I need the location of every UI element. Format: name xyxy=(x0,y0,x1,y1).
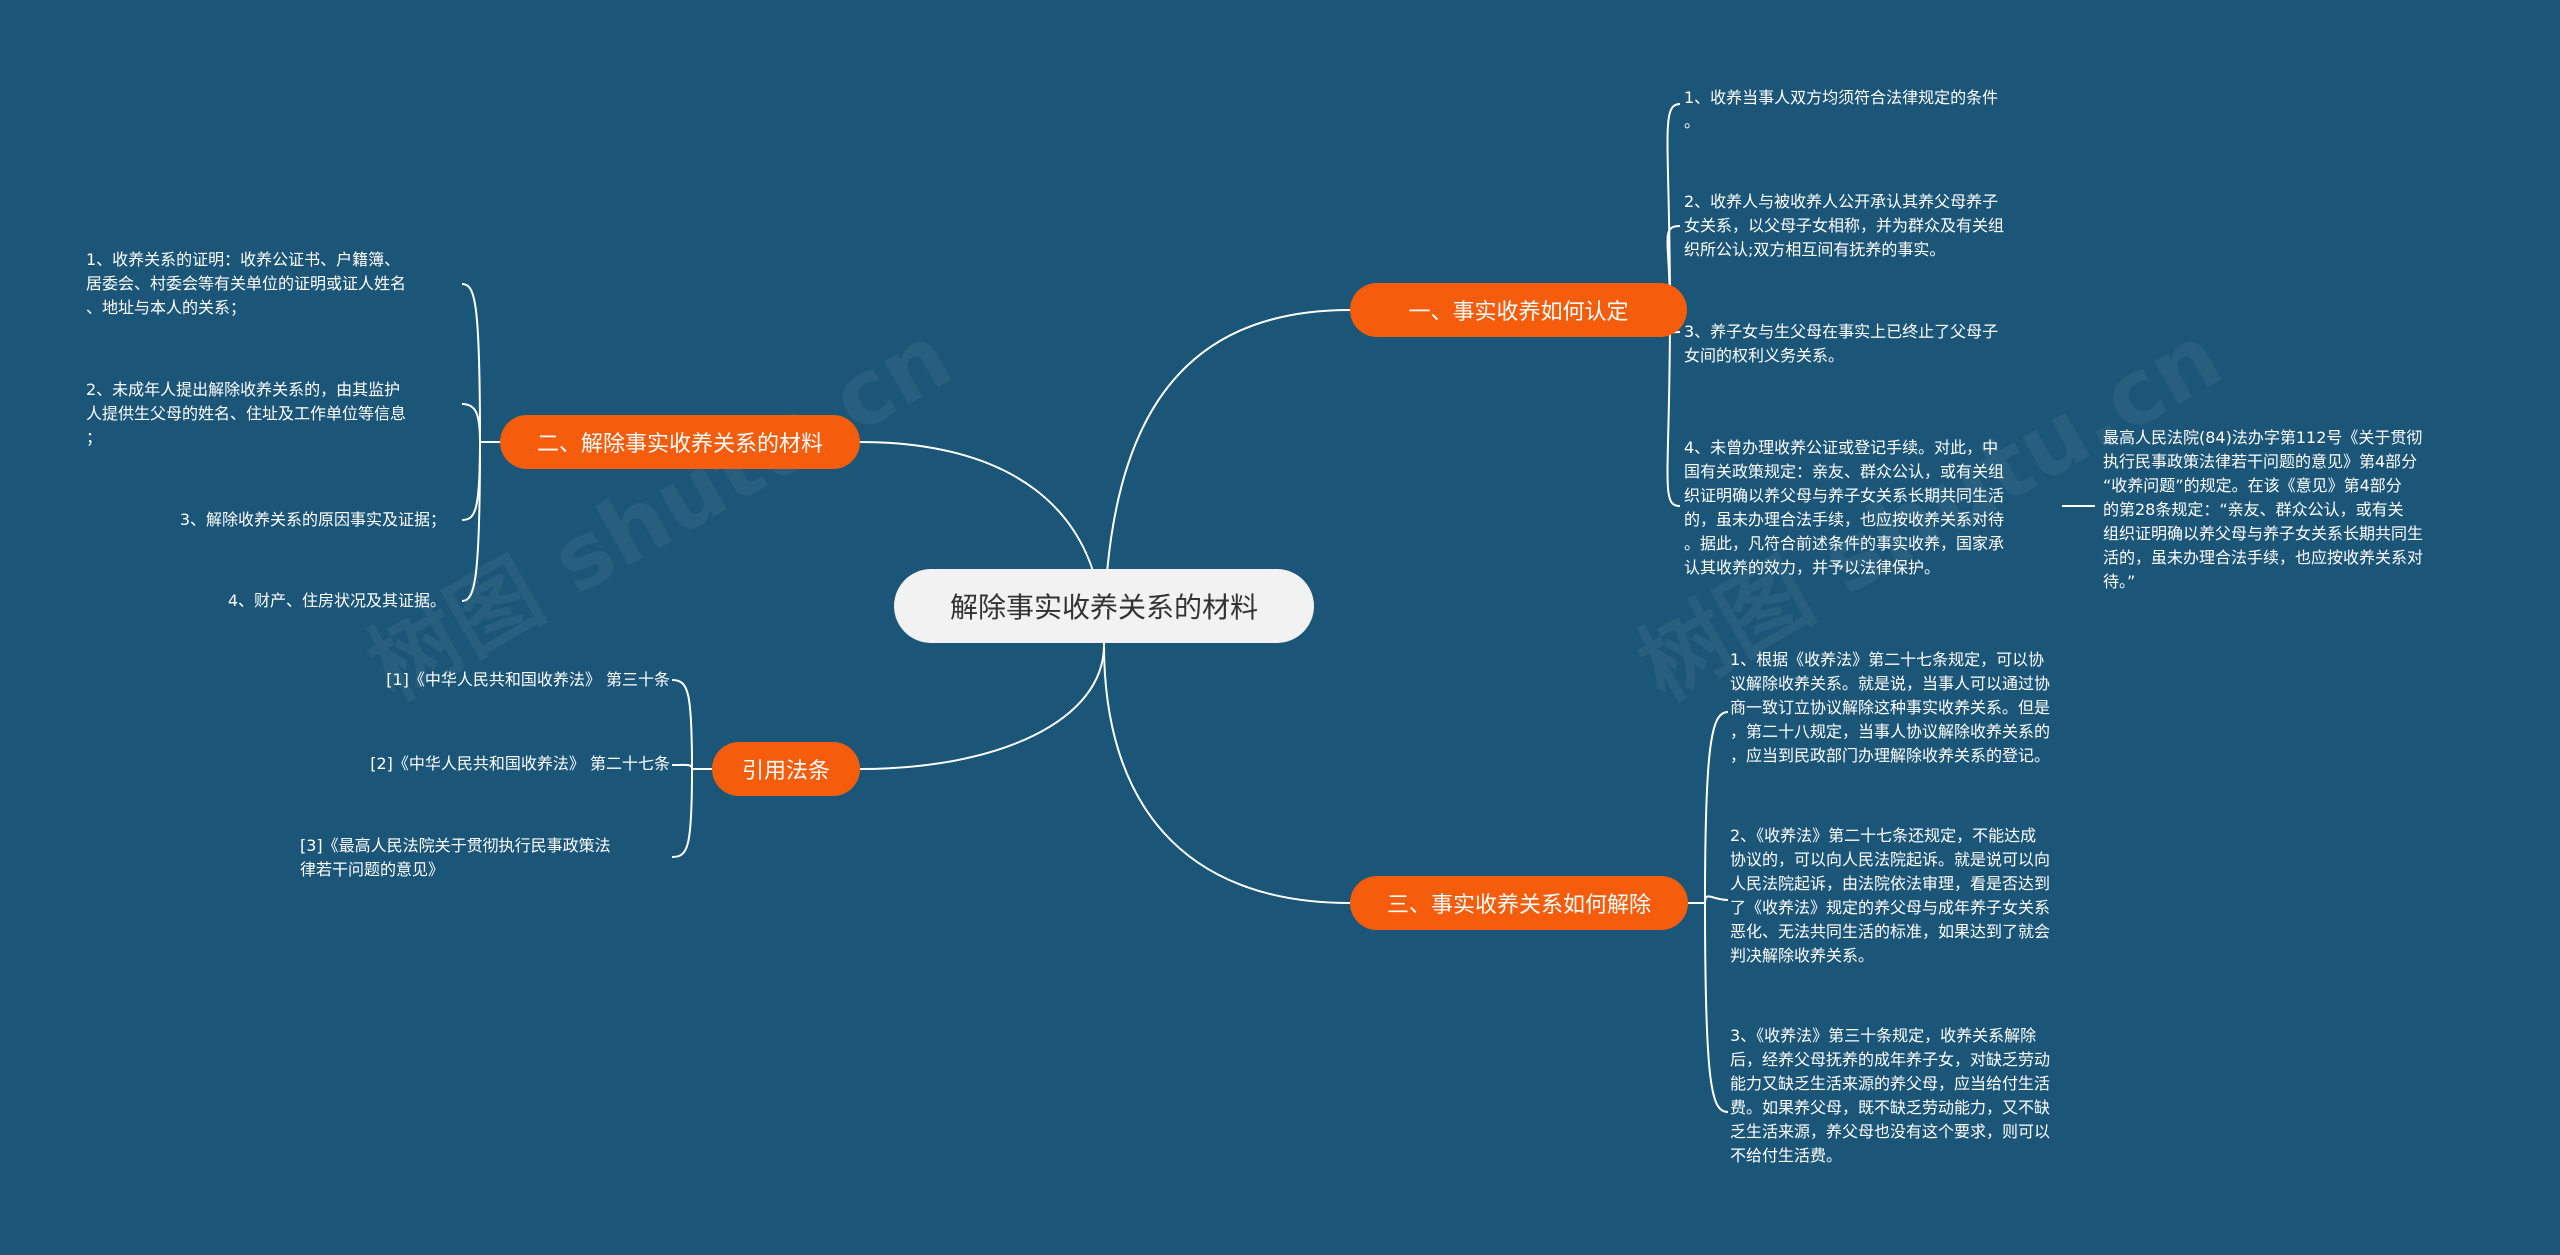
dissolve-item-1: 1、根据《收养法》第二十七条规定，可以协 议解除收养关系。就是说，当事人可以通过… xyxy=(1730,650,2051,765)
branch-dissolution-materials[interactable]: 二、解除事实收养关系的材料 xyxy=(500,415,860,469)
recognition-item-2: 2、收养人与被收养人公开承认其养父母养子 女关系，以父母子女相称，并为群众及有关… xyxy=(1684,192,2005,259)
law-item-2: [2]《中华人民共和国收养法》 第二十七条 xyxy=(370,754,670,773)
law-item-3: [3]《最高人民法院关于贯彻执行民事政策法 律若干问题的意见》 xyxy=(300,836,611,879)
branch-fact-adoption-recognition[interactable]: 一、事实收养如何认定 xyxy=(1350,283,1687,337)
recognition-item-4: 4、未曾办理收养公证或登记手续。对此，中 国有关政策规定：亲友、群众公认，或有关… xyxy=(1684,438,2005,577)
materials-item-2: 2、未成年人提出解除收养关系的，由其监护 人提供生父母的姓名、住址及工作单位等信… xyxy=(86,380,407,447)
dissolve-item-3: 3、《收养法》第三十条规定，收养关系解除 后，经养父母抚养的成年养子女，对缺乏劳… xyxy=(1730,1026,2051,1165)
central-topic[interactable]: 解除事实收养关系的材料 xyxy=(894,569,1314,643)
recognition-item-1: 1、收养当事人双方均须符合法律规定的条件 。 xyxy=(1684,88,1999,131)
recognition-sub-note: 最高人民法院(84)法办字第112号《关于贯彻 执行民事政策法律若干问题的意见》… xyxy=(2103,428,2424,591)
dissolve-item-2: 2、《收养法》第二十七条还规定，不能达成 协议的，可以向人民法院起诉。就是说可以… xyxy=(1730,826,2051,965)
law-item-1: [1]《中华人民共和国收养法》 第三十条 xyxy=(386,670,670,689)
branch-cited-laws[interactable]: 引用法条 xyxy=(712,742,860,796)
materials-item-4: 4、财产、住房状况及其证据。 xyxy=(227,591,446,610)
materials-item-1: 1、收养关系的证明：收养公证书、户籍簿、 居委会、村委会等有关单位的证明或证人姓… xyxy=(86,250,407,317)
recognition-item-3: 3、养子女与生父母在事实上已终止了父母子 女间的权利义务关系。 xyxy=(1684,322,1999,365)
branch-dissolve-adoption[interactable]: 三、事实收养关系如何解除 xyxy=(1350,876,1688,930)
materials-item-3: 3、解除收养关系的原因事实及证据； xyxy=(179,510,446,529)
